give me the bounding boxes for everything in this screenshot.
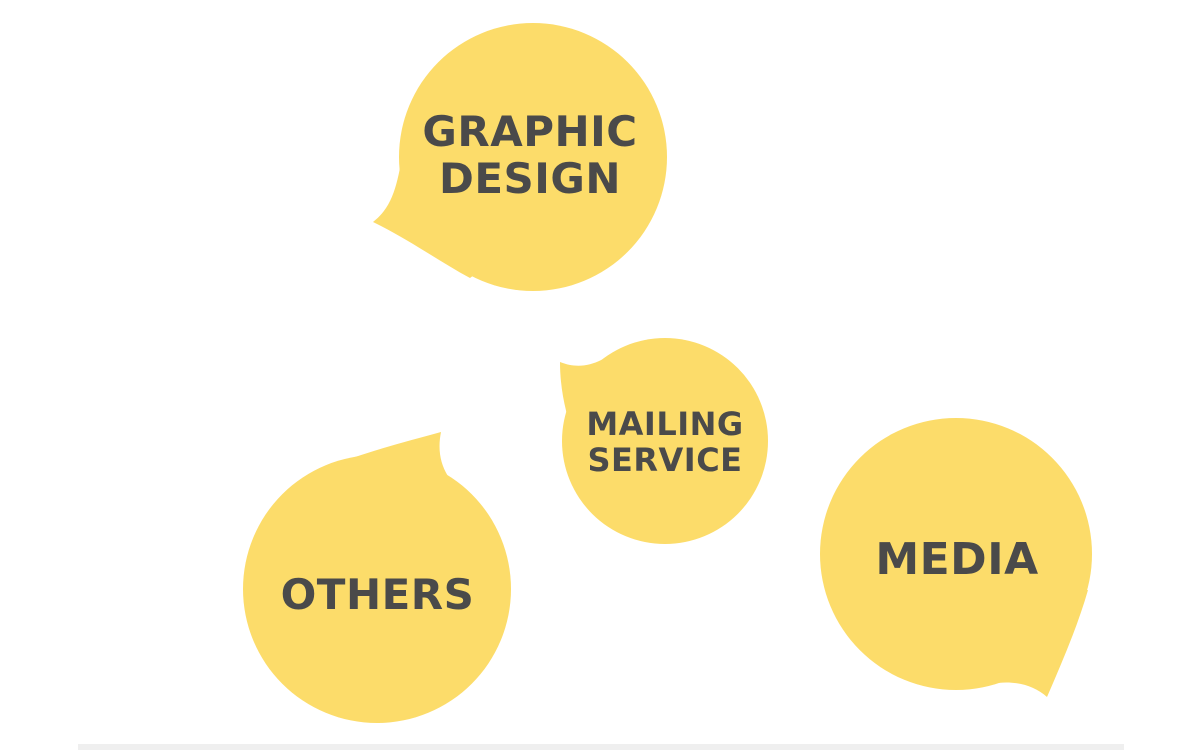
bottom-divider: [78, 744, 1124, 750]
mailing-service-label: MAILING SERVICE: [570, 398, 760, 488]
graphic-design-line1: GRAPHIC: [422, 106, 638, 156]
mailing-service-line2: SERVICE: [587, 441, 743, 479]
bubble-media: [820, 418, 1092, 697]
graphic-design-line2: DESIGN: [438, 154, 622, 203]
media-text: MEDIA: [875, 534, 1039, 586]
bubble-mailing-service: [560, 338, 768, 544]
graphic-design-label: GRAPHIC DESIGN: [400, 100, 660, 210]
others-label: OTHERS: [250, 555, 505, 635]
others-text: OTHERS: [280, 570, 475, 620]
bubble-graphic-design: [373, 23, 667, 291]
media-label: MEDIA: [822, 520, 1092, 600]
bubble-others: [243, 432, 511, 723]
mailing-service-line1: MAILING: [586, 405, 744, 444]
